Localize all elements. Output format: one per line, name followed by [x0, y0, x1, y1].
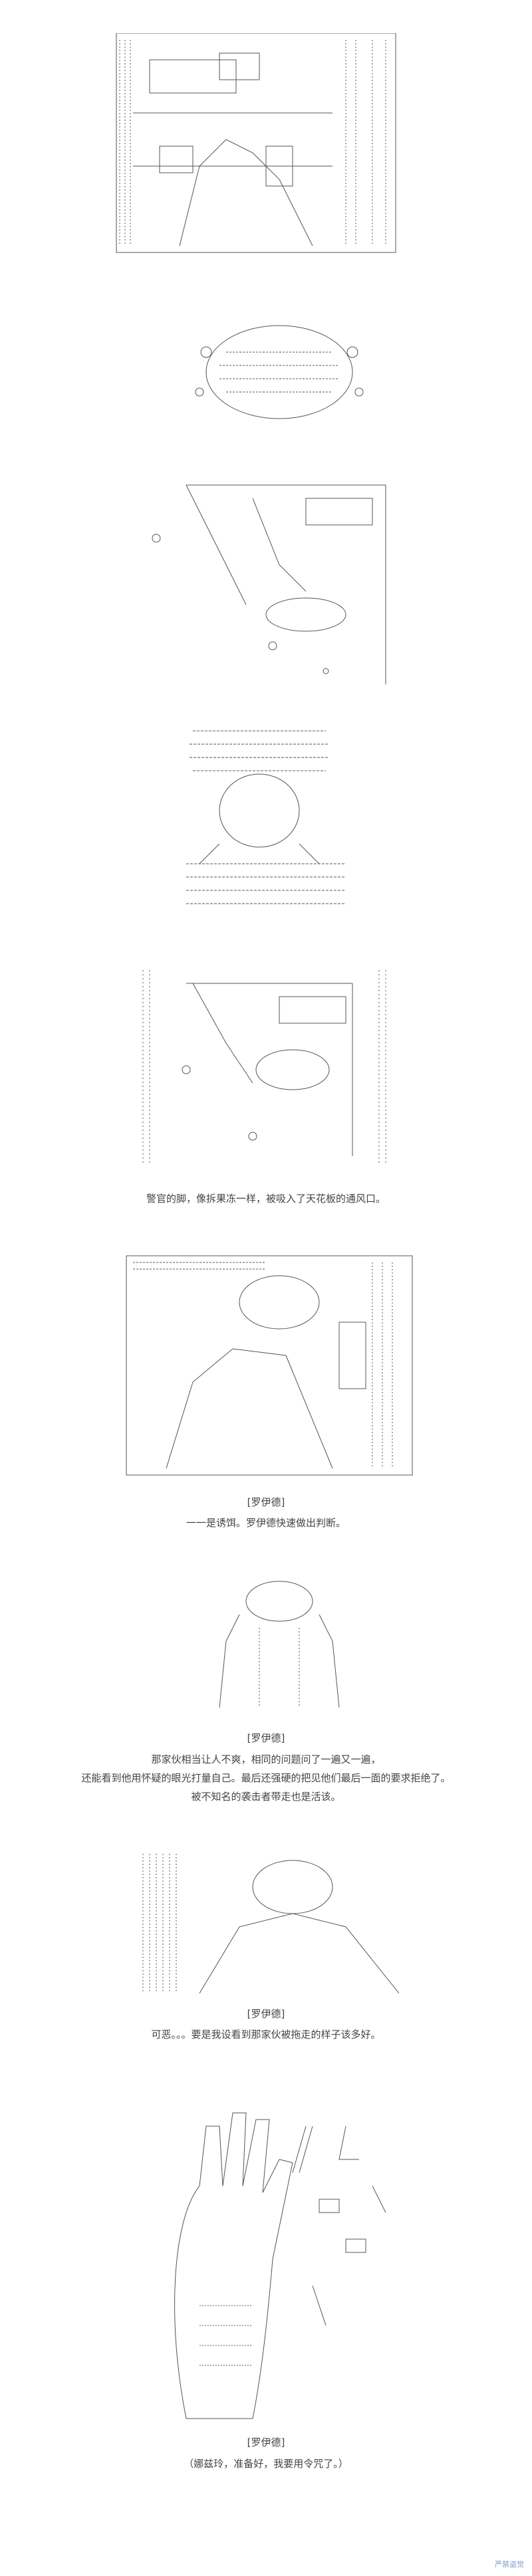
panel-vent-suction [0, 963, 532, 1183]
ascii-art-burst [195, 325, 364, 419]
panel-figure [0, 718, 532, 930]
speaker-label: [罗伊德] [247, 2436, 285, 2448]
panel-speech-burst [0, 312, 532, 432]
panel-figure-lean [0, 1847, 532, 2000]
panel-ceiling-vent [0, 472, 532, 691]
ascii-art-lean [142, 1854, 400, 1994]
panel-city-street [0, 33, 532, 272]
caption-p7: 那家伙相当让人不爽，相同的问题问了一遍又一遍， 还能看到他用怀疑的眼光打量自己。… [0, 1750, 532, 1806]
panel-silhouette [0, 1575, 532, 1721]
caption-p5: 警官的脚，像拆果冻一样，被吸入了天花板的通风口。 [0, 1189, 532, 1208]
caption-p8: 可恶。。。要是我设看到那家伙被拖走的样子该多好。 [0, 2025, 532, 2044]
ascii-art-hand [174, 2112, 386, 2419]
watermark: 严禁盗觉 [495, 2560, 524, 2569]
ascii-art-silhouette [219, 1581, 340, 1708]
panel-hand [0, 2086, 532, 2432]
ascii-art-vent-suction [142, 970, 386, 1163]
caption-p6: 一一是诱饵。罗伊德快速做出判断。 [0, 1514, 532, 1532]
speaker-label: [罗伊德] [247, 1496, 285, 1508]
caption-line: （娜兹玲，准备好，我要用令咒了。） [184, 2458, 348, 2470]
ascii-art-room [126, 1255, 413, 1476]
speaker-label: [罗伊德] [247, 2008, 285, 2020]
caption-line: 警官的脚，像拆果冻一样，被吸入了天花板的通风口。 [146, 1193, 386, 1205]
ascii-art-vent [152, 484, 386, 684]
speaker-label: [罗伊德] [247, 1732, 285, 1744]
caption-line: 还能看到他用怀疑的眼光打量自己。最后还强硬的把见他们最后一面的要求拒绝了。 [81, 1772, 451, 1784]
ascii-art-city [116, 33, 396, 253]
caption-line: 可恶。。。要是我设看到那家伙被拖走的样子该多好。 [151, 2029, 381, 2040]
caption-p9: （娜兹玲，准备好，我要用令咒了。） [0, 2454, 532, 2473]
panel-room [0, 1249, 532, 1488]
caption-line: 一一是诱饵。罗伊德快速做出判断。 [186, 1517, 346, 1529]
caption-line: 被不知名的袭击者带走也是活该。 [191, 1791, 341, 1803]
caption-line: 那家伙相当让人不爽，相同的问题问了一遍又一遍， [151, 1753, 381, 1765]
ascii-art-figure [186, 730, 346, 904]
